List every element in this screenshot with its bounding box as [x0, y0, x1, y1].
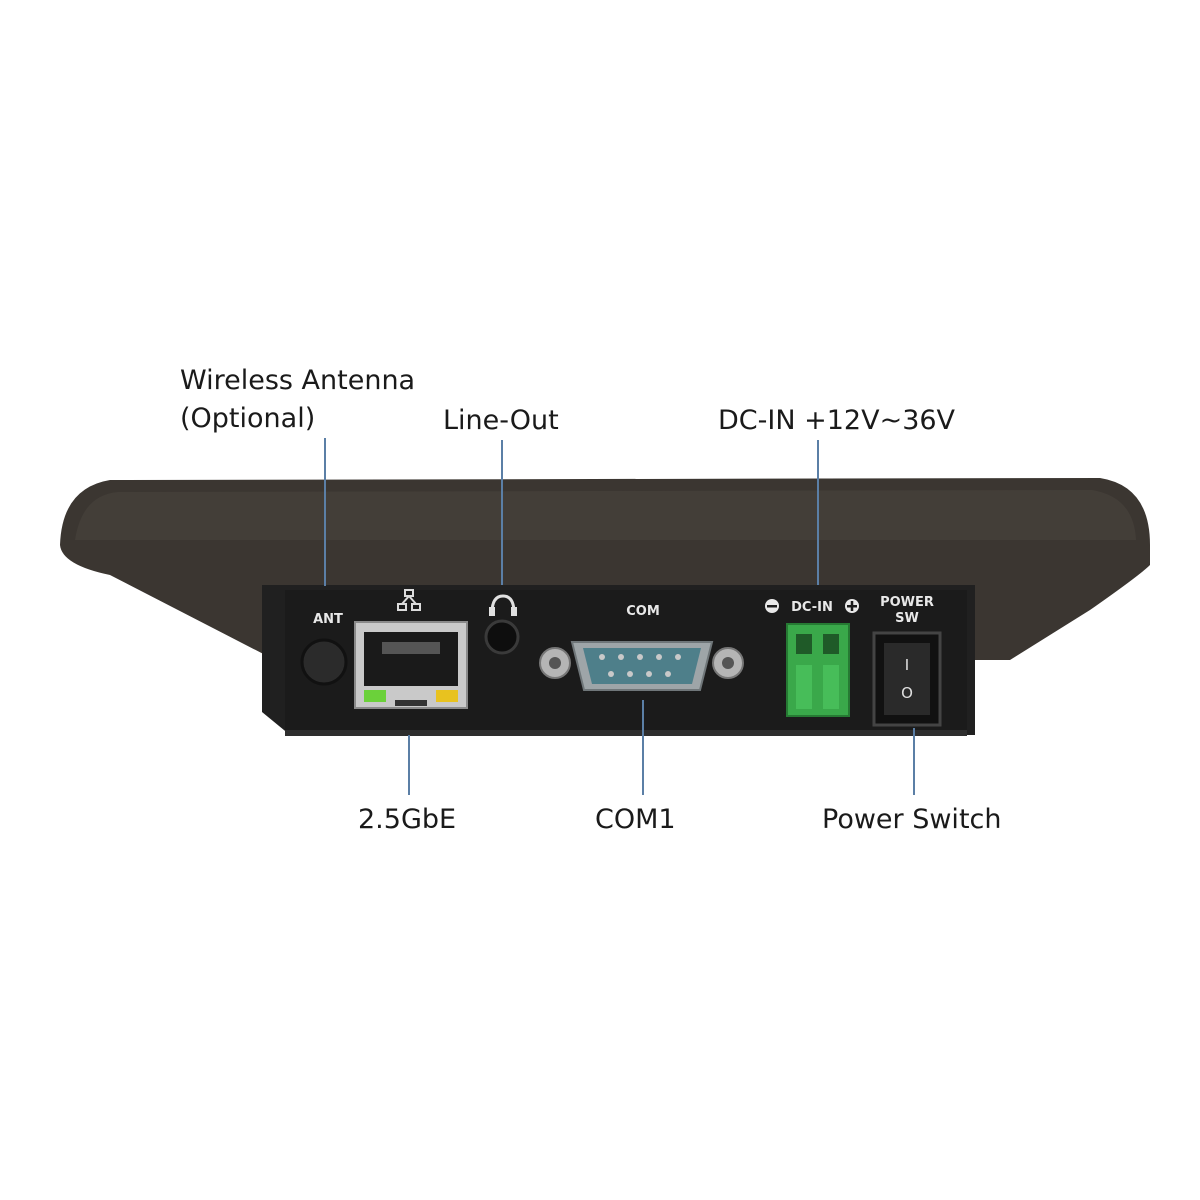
leader-line-dc-in	[817, 440, 819, 585]
dc-terminal-block	[786, 623, 850, 717]
panel-label-ant: ANT	[313, 612, 343, 627]
lan-icon	[397, 589, 421, 611]
headphone-icon	[490, 594, 516, 614]
callout-wireless-antenna: Wireless Antenna (Optional)	[180, 362, 415, 438]
line-out-jack	[484, 619, 520, 655]
callout-lan: 2.5GbE	[358, 804, 457, 835]
callout-line-out: Line-Out	[443, 405, 559, 436]
antenna-port	[300, 638, 348, 686]
switch-off-label: O	[901, 684, 913, 702]
rj45-port	[354, 621, 468, 709]
switch-on-label: I	[905, 656, 909, 674]
callout-wireless-antenna-line1: Wireless Antenna	[180, 365, 416, 396]
leader-line-lan	[408, 735, 410, 795]
leader-line-antenna	[324, 438, 326, 586]
panel-label-dc-in: DC-IN	[791, 600, 833, 615]
callout-wireless-antenna-line2: (Optional)	[180, 403, 316, 434]
callout-dc-in: DC-IN +12V~36V	[718, 405, 956, 436]
panel-label-com: COM	[626, 604, 660, 619]
rocker-switch: I O	[872, 631, 942, 727]
panel-label-sw: SW	[895, 611, 919, 626]
leader-line-com1	[642, 700, 644, 795]
leader-line-line-out	[501, 440, 503, 585]
panel-label-power: POWER	[880, 595, 934, 610]
leader-line-power-switch	[913, 728, 915, 795]
callout-com1: COM1	[595, 804, 676, 835]
callout-power-switch: Power Switch	[822, 804, 1002, 835]
db9-connector	[539, 641, 744, 691]
